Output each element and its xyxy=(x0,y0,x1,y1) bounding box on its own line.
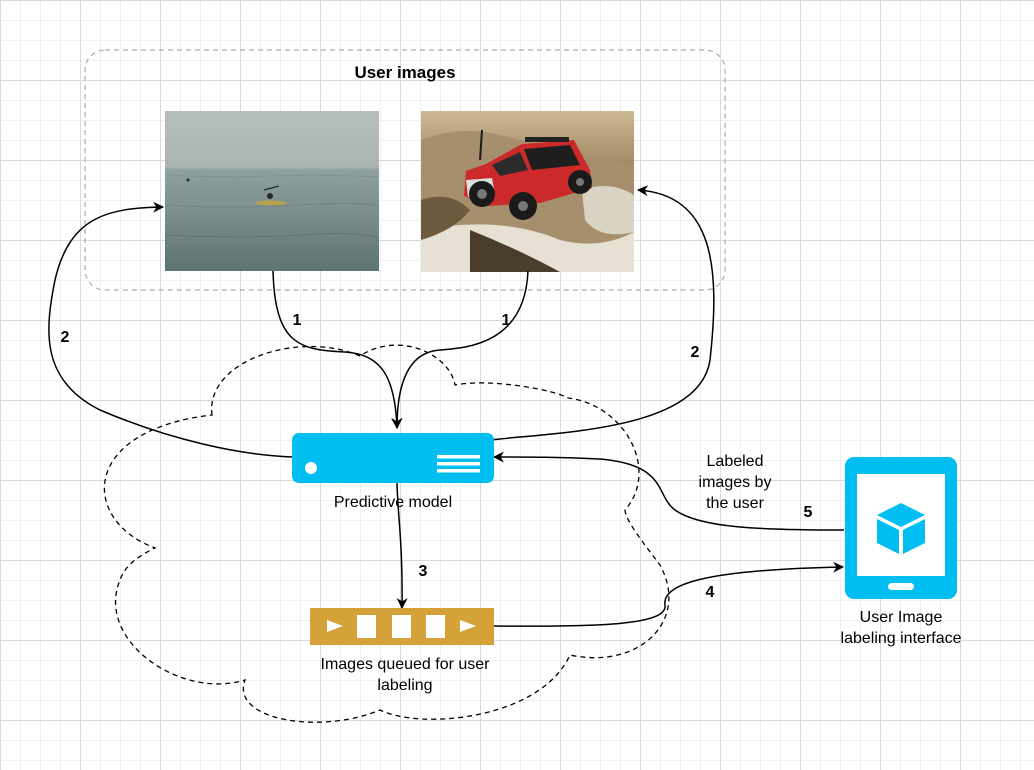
interface-label-line2: labeling interface xyxy=(840,630,962,647)
edge-2-left xyxy=(48,201,293,458)
edge-5-caption-line2: images by xyxy=(698,474,772,491)
user-images-title: User images xyxy=(354,63,456,82)
edge-2-left-label: 2 xyxy=(60,329,70,346)
edge-5-caption-line1: Labeled xyxy=(706,453,764,470)
edge-5-caption: Labeled images by the user xyxy=(680,451,790,514)
interface-label-line1: User Image xyxy=(859,609,943,626)
user-images-group xyxy=(84,49,726,291)
edge-1-left-label: 1 xyxy=(292,312,302,329)
edge-3 xyxy=(396,479,408,610)
server-icon[interactable] xyxy=(292,433,494,483)
queue-icon[interactable] xyxy=(310,608,494,645)
edge-2-right xyxy=(489,185,715,441)
interface-label: User Image labeling interface xyxy=(820,607,982,649)
cube-icon xyxy=(877,503,925,554)
queue-label-line1: Images queued for user xyxy=(320,656,490,673)
edge-5-caption-line3: the user xyxy=(706,495,764,512)
edge-3-label: 3 xyxy=(418,563,428,580)
queue-label-line2: labeling xyxy=(377,677,433,694)
edge-1-right-label: 1 xyxy=(501,312,511,329)
cloud-boundary xyxy=(103,344,670,723)
edge-4-label: 4 xyxy=(705,584,715,601)
predictive-model-label: Predictive model xyxy=(333,494,453,511)
tablet-icon[interactable] xyxy=(845,457,957,599)
kayak-photo xyxy=(164,111,380,271)
edge-1-left xyxy=(272,270,403,430)
edge-2-right-label: 2 xyxy=(690,344,700,361)
queue-label: Images queued for user labeling xyxy=(280,654,530,696)
edge-1-right xyxy=(391,270,529,430)
edge-5-label: 5 xyxy=(803,504,813,521)
edge-5 xyxy=(492,451,845,531)
jeep-photo xyxy=(421,111,634,272)
edge-4 xyxy=(493,561,845,627)
